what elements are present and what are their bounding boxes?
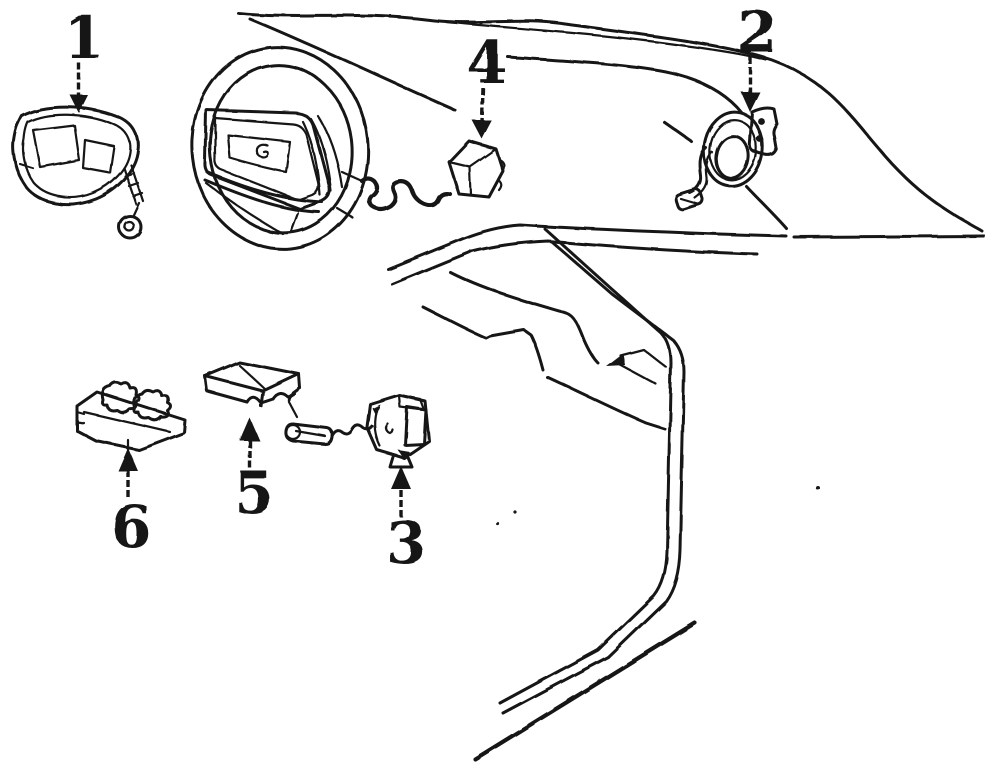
callout-3-label[interactable]: 3 [386,509,426,577]
callout-5-label[interactable]: 5 [234,459,274,527]
coil-bracket-plate [748,106,779,156]
airbag-bolt-head [117,214,143,240]
cowl-line-lower [390,239,759,286]
bracket-notches [75,410,86,425]
airbag-wire-rod [122,163,145,206]
windshield-top-line-2 [444,20,768,62]
sensor-face [403,405,428,447]
pad-ridge-2 [309,117,333,193]
pad-lower-edge-2 [203,178,321,214]
pad-ridge-1 [301,120,322,197]
cowl-line-upper [386,223,788,271]
module-ear-2 [271,386,302,401]
body-outline [236,11,986,762]
coil-inner-ring [714,134,750,180]
sensor-cube-nubs [496,158,506,192]
diagnostic-module [203,360,302,408]
bracket-inner-line [82,410,172,434]
bracket-plate [75,390,187,452]
door-frame-inner [501,240,686,715]
sensor-bracket [75,380,187,452]
short-stub-line [662,120,693,143]
callout-3[interactable]: 3 [386,466,426,577]
pad-ridge-3 [316,114,344,189]
column-stub [335,206,354,219]
sensor-shadow-2 [398,450,410,459]
module-edge-mid [259,397,275,405]
pillar-inner-line-lower [744,184,788,230]
driver-airbag-module [11,105,145,240]
cable-reel-sensor [359,139,506,212]
callout-2-label[interactable]: 2 [737,0,777,66]
pigtail-loops [330,423,374,438]
coil-connector [674,188,705,211]
callout-2-arrowhead [741,92,760,112]
sensor-mark [384,422,395,435]
airbag-seam [18,162,35,170]
impact-sensor [284,392,431,469]
callout-2[interactable]: 2 [737,0,777,112]
rim-to-cable-stub [340,170,364,183]
bracket-hole-1 [757,117,765,125]
dash-inner-line-2 [421,305,545,372]
callout-3-arrowhead [391,466,411,489]
door-notch-lower [615,361,658,386]
callout-6-arrowhead [118,448,138,471]
dash-diagonal-left [248,17,457,112]
sensor-body [365,393,431,460]
wheel-rim-inner [208,63,354,235]
callout-5-arrowhead [240,418,260,441]
speck-dot [495,521,499,525]
callout-6[interactable]: 6 [111,448,151,561]
airbag-bolt-center [123,220,135,232]
airbag-inner-shell [21,113,132,199]
dash-inner-line-1 [448,270,600,365]
dash-inner-line-3 [545,375,667,431]
callout-6-label[interactable]: 6 [111,493,151,561]
windshield-top-line [236,11,984,233]
callout-4-label[interactable]: 4 [467,29,507,97]
pillar-inner-line [506,55,744,115]
airbag-window-left [31,123,81,169]
module-ear-1 [245,395,263,408]
callout-4-arrow-shaft [480,87,485,123]
bracket-hole-2 [756,135,764,143]
lower-spoke-edge [289,211,300,234]
module-fold-line [237,363,267,391]
door-frame-outer [498,227,673,705]
callout-1[interactable]: 1 [64,4,104,113]
speck-dot [513,510,517,514]
sensor-shadow-1 [372,404,380,416]
callout-4[interactable]: 4 [467,29,507,139]
lower-spoke-chord [204,181,285,236]
coil-connector-line [679,197,700,206]
connector-line [294,429,327,438]
door-notch-upper [618,347,668,369]
speck-dot [816,486,820,490]
cowl-line-right [792,234,986,239]
door-notch-tip [606,353,625,366]
sensor-cube-edges [447,147,498,197]
sensor-curve [373,410,382,448]
horn-pad-rect [226,133,292,174]
coiled-cable [359,176,453,212]
horn-emblem [255,143,270,159]
steering-wheel [190,45,370,251]
callout-4-arrowhead [472,120,492,139]
callout-1-label[interactable]: 1 [64,4,104,72]
bracket-clip-2 [132,388,173,422]
pad-lower-edge-1 [205,170,324,204]
rocker-line [472,620,698,762]
airbag-wire-link [131,201,141,218]
airbag-outer-shell [11,105,140,207]
airbag-window-right [81,138,116,175]
callout-5[interactable]: 5 [234,418,274,527]
bracket-clip-1 [100,380,141,414]
callout-1-arrowhead [70,95,88,113]
clockspring-coil [674,106,779,211]
pigtail-stub [287,392,299,419]
wheel-rim-outer [190,45,370,251]
